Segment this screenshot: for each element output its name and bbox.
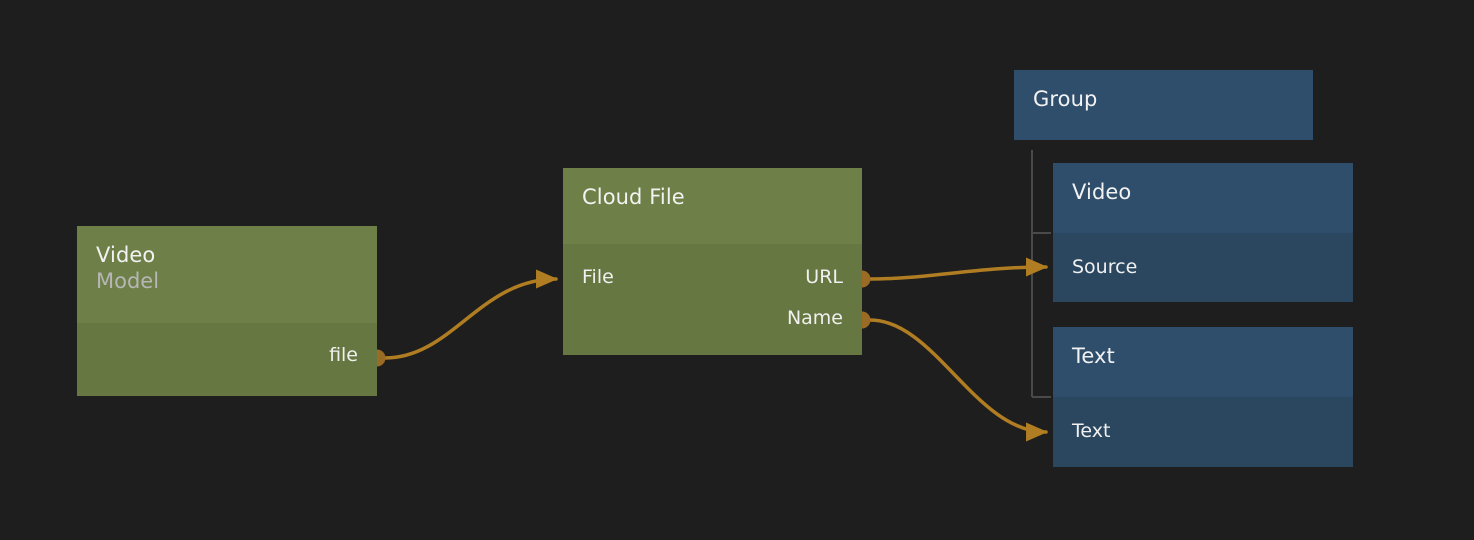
node-text-member-header[interactable]: Text	[1053, 327, 1353, 397]
node-group-title: Group	[1033, 87, 1098, 111]
node-cloud-file-title: Cloud File	[582, 185, 685, 209]
node-video-member-header[interactable]: Video	[1053, 163, 1353, 233]
node-text-member-title: Text	[1072, 344, 1115, 368]
node-group-header[interactable]: Group	[1014, 70, 1313, 140]
port-label-file-input[interactable]: File	[582, 266, 614, 288]
node-video-model[interactable]: Video Model file	[77, 226, 377, 396]
node-group[interactable]: Group	[1014, 70, 1313, 140]
port-label-name[interactable]: Name	[786, 307, 843, 329]
node-video-member-title: Video	[1072, 180, 1132, 204]
edge-file-to-cloudfile	[383, 269, 558, 360]
node-video-model-title: Video	[96, 243, 156, 267]
node-cloud-file-body: File URL Name	[563, 244, 862, 355]
node-video-model-body: file	[77, 323, 377, 396]
node-video-member-body: Source	[1053, 233, 1353, 302]
node-video-model-subtitle: Model	[96, 269, 160, 293]
group-tree-connector	[1031, 150, 1051, 398]
edge-url-to-source	[868, 257, 1048, 281]
node-video-member[interactable]: Video Source	[1053, 163, 1353, 302]
node-text-member-body: Text	[1053, 397, 1353, 467]
port-label-file[interactable]: file	[329, 344, 358, 366]
edge-name-to-text	[868, 318, 1048, 442]
port-label-url[interactable]: URL	[805, 266, 843, 288]
port-label-source[interactable]: Source	[1072, 256, 1138, 278]
node-text-member[interactable]: Text Text	[1053, 327, 1353, 467]
node-cloud-file[interactable]: Cloud File File URL Name	[563, 168, 862, 355]
node-cloud-file-header[interactable]: Cloud File	[563, 168, 862, 244]
node-video-model-header[interactable]: Video Model	[77, 226, 377, 323]
port-label-text[interactable]: Text	[1072, 420, 1111, 442]
